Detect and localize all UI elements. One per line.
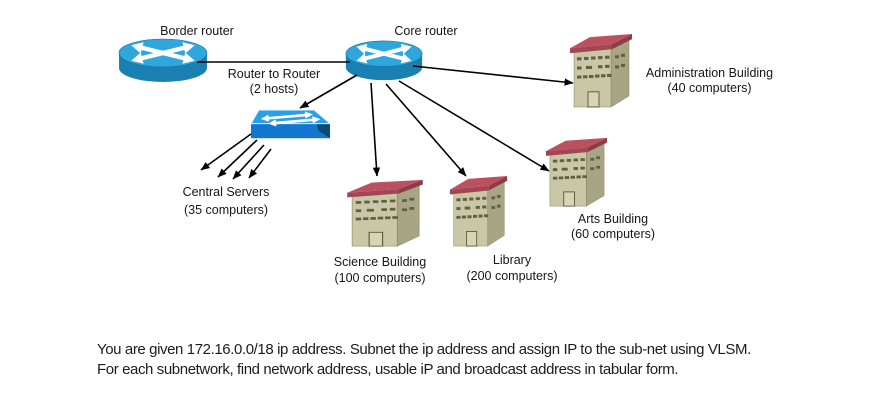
arts-building-count: (60 computers) (570, 227, 656, 241)
arrow-switch-server-2 (217, 139, 258, 178)
router-link-label: Router to Router (2 hosts) (204, 67, 344, 97)
science-building-name: Science Building (333, 255, 427, 269)
central-servers-name: Central Servers (182, 185, 270, 199)
question-text: You are given 172.16.0.0/18 ip address. … (97, 340, 837, 380)
arrow-switch-server-3 (232, 144, 265, 180)
arrow-switch-server-4 (248, 148, 272, 179)
library-label: Library (200 computers) (442, 252, 582, 284)
question-line-2: For each subnetwork, find network addres… (97, 361, 679, 378)
central-servers-count: (35 computers) (183, 203, 269, 217)
administration-building-name: Administration Building (645, 66, 774, 80)
administration-building-count: (40 computers) (667, 81, 752, 95)
library-name: Library (492, 253, 532, 267)
arts-building-name: Arts Building (577, 212, 649, 226)
arrow-core-library (385, 83, 467, 177)
router-link-label-line1: Router to Router (227, 67, 321, 81)
central-servers-label: Central Servers (35 computers) (156, 183, 296, 219)
arrow-core-admin (412, 65, 574, 86)
border-router-label: Border router (160, 24, 234, 38)
arts-building-label: Arts Building (60 computers) (543, 212, 683, 242)
administration-building-label: Administration Building (40 computers) (632, 66, 787, 96)
question-line-1: You are given 172.16.0.0/18 ip address. … (97, 341, 751, 358)
core-router-label: Core router (394, 24, 458, 38)
arrow-core-science (370, 82, 381, 177)
arrow-core-arts (398, 80, 550, 172)
library-count: (200 computers) (466, 269, 558, 283)
science-building-label: Science Building (100 computers) (310, 254, 450, 286)
science-building-count: (100 computers) (334, 271, 426, 285)
arrow-switch-server-1 (200, 133, 252, 171)
router-link-label-line2: (2 hosts) (249, 82, 299, 96)
arrow-core-switch (299, 74, 358, 109)
